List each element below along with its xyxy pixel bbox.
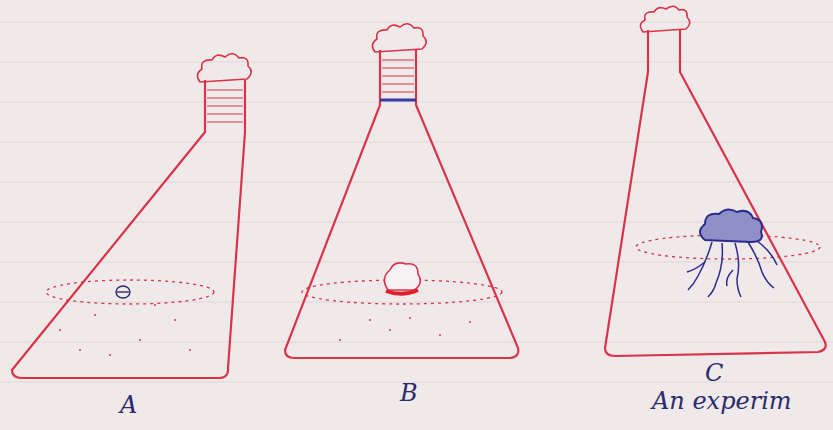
- liquid-dots-a: [59, 304, 191, 356]
- liquid-dots-b: [339, 317, 471, 341]
- mould-growth: [687, 209, 777, 297]
- flask-c: [605, 6, 826, 356]
- flask-label: A: [120, 392, 137, 418]
- flask-b: [285, 24, 518, 358]
- bread-piece: [384, 263, 420, 294]
- flask-label: C: [705, 360, 723, 386]
- paper-rules: [0, 22, 833, 382]
- flask-label: B: [400, 380, 418, 406]
- caption-fragment: An experim: [652, 388, 792, 414]
- flask-a: [12, 54, 251, 378]
